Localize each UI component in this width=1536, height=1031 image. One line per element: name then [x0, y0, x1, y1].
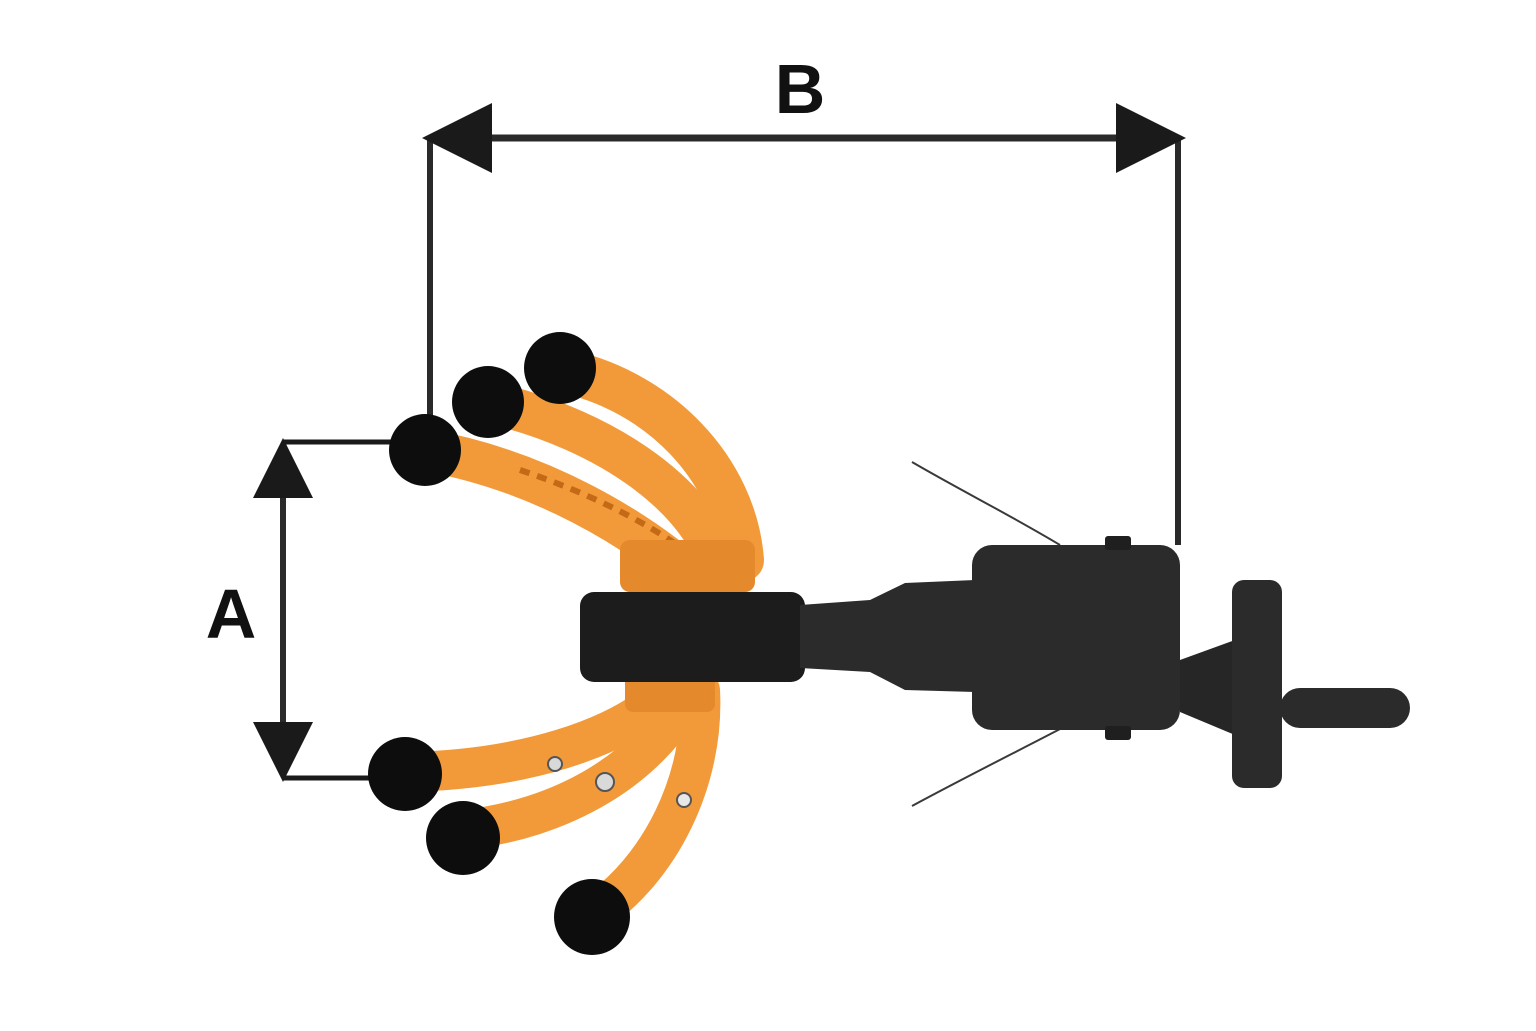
tine-tip-ball	[426, 801, 500, 875]
lower-tine-bolt-3	[676, 792, 692, 808]
grapple-collar	[580, 592, 805, 682]
lower-tine-bolt-1	[547, 756, 563, 772]
grapple-rotator-plate	[1232, 580, 1282, 788]
tine-tip-ball	[452, 366, 524, 438]
tine-tip-ball	[524, 332, 596, 404]
lower-tines	[385, 670, 721, 935]
lower-tine-bolt-2	[595, 772, 615, 792]
grapple-housing-cap-bottom	[1105, 726, 1131, 740]
tine-tip-ball	[368, 737, 442, 811]
dimension-a-label: A	[206, 575, 257, 653]
hydraulic-hose-lower	[911, 727, 1063, 807]
tine-tip-ball	[389, 414, 461, 486]
tine-tip-ball	[554, 879, 630, 955]
grapple-neck	[800, 580, 975, 692]
grapple-mount-shaft	[1280, 688, 1410, 728]
tine-tips	[368, 332, 630, 955]
grapple-body	[580, 536, 1410, 788]
upper-tine-outer	[538, 348, 764, 582]
dimension-b-label: B	[775, 50, 826, 128]
grapple-tool-icon	[368, 332, 1410, 955]
grapple-rotator-neck	[1180, 640, 1235, 735]
grapple-housing-cap-top	[1105, 536, 1131, 550]
dimension-a: A	[206, 438, 392, 782]
hydraulic-hose-upper	[911, 461, 1061, 546]
dimension-b: B	[422, 50, 1186, 545]
grapple-housing	[972, 545, 1180, 730]
upper-tines	[404, 348, 764, 606]
upper-tine-hub	[620, 540, 755, 592]
